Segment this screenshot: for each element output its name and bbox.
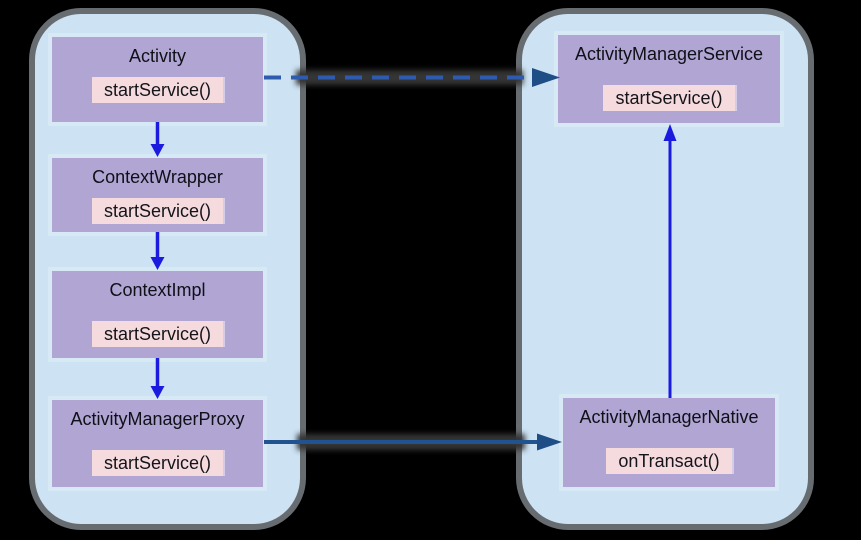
- edge-shadow-bands: [296, 70, 525, 450]
- method-badge: startService(): [91, 77, 223, 103]
- method-badge: startService(): [91, 450, 223, 476]
- node-title: Activity: [128, 46, 186, 66]
- node-activitymanagernative: ActivityManagerNative onTransact(): [563, 398, 775, 487]
- method-badge: onTransact(): [606, 448, 732, 474]
- edge-activity-to-activitymanagerservice: [264, 68, 560, 87]
- node-activitymanagerservice: ActivityManagerService startService(): [558, 35, 780, 123]
- method-badge: startService(): [603, 85, 735, 111]
- node-contextwrapper: ContextWrapper startService(): [52, 158, 263, 232]
- edge-proxy-to-native: [264, 433, 562, 451]
- node-contextimpl: ContextImpl startService(): [52, 271, 263, 358]
- node-title: ActivityManagerService: [574, 44, 764, 64]
- node-title: ActivityManagerProxy: [70, 409, 245, 429]
- node-title: ActivityManagerNative: [579, 407, 759, 427]
- node-activitymanagerproxy: ActivityManagerProxy startService(): [52, 400, 263, 487]
- shadow-band-bottom: [297, 434, 525, 450]
- node-title: ContextWrapper: [92, 167, 223, 187]
- shadow-band-top: [296, 70, 523, 85]
- method-badge: startService(): [91, 321, 223, 347]
- method-badge: startService(): [91, 198, 223, 224]
- node-title: ContextImpl: [109, 280, 206, 300]
- node-activity: Activity startService(): [52, 37, 263, 122]
